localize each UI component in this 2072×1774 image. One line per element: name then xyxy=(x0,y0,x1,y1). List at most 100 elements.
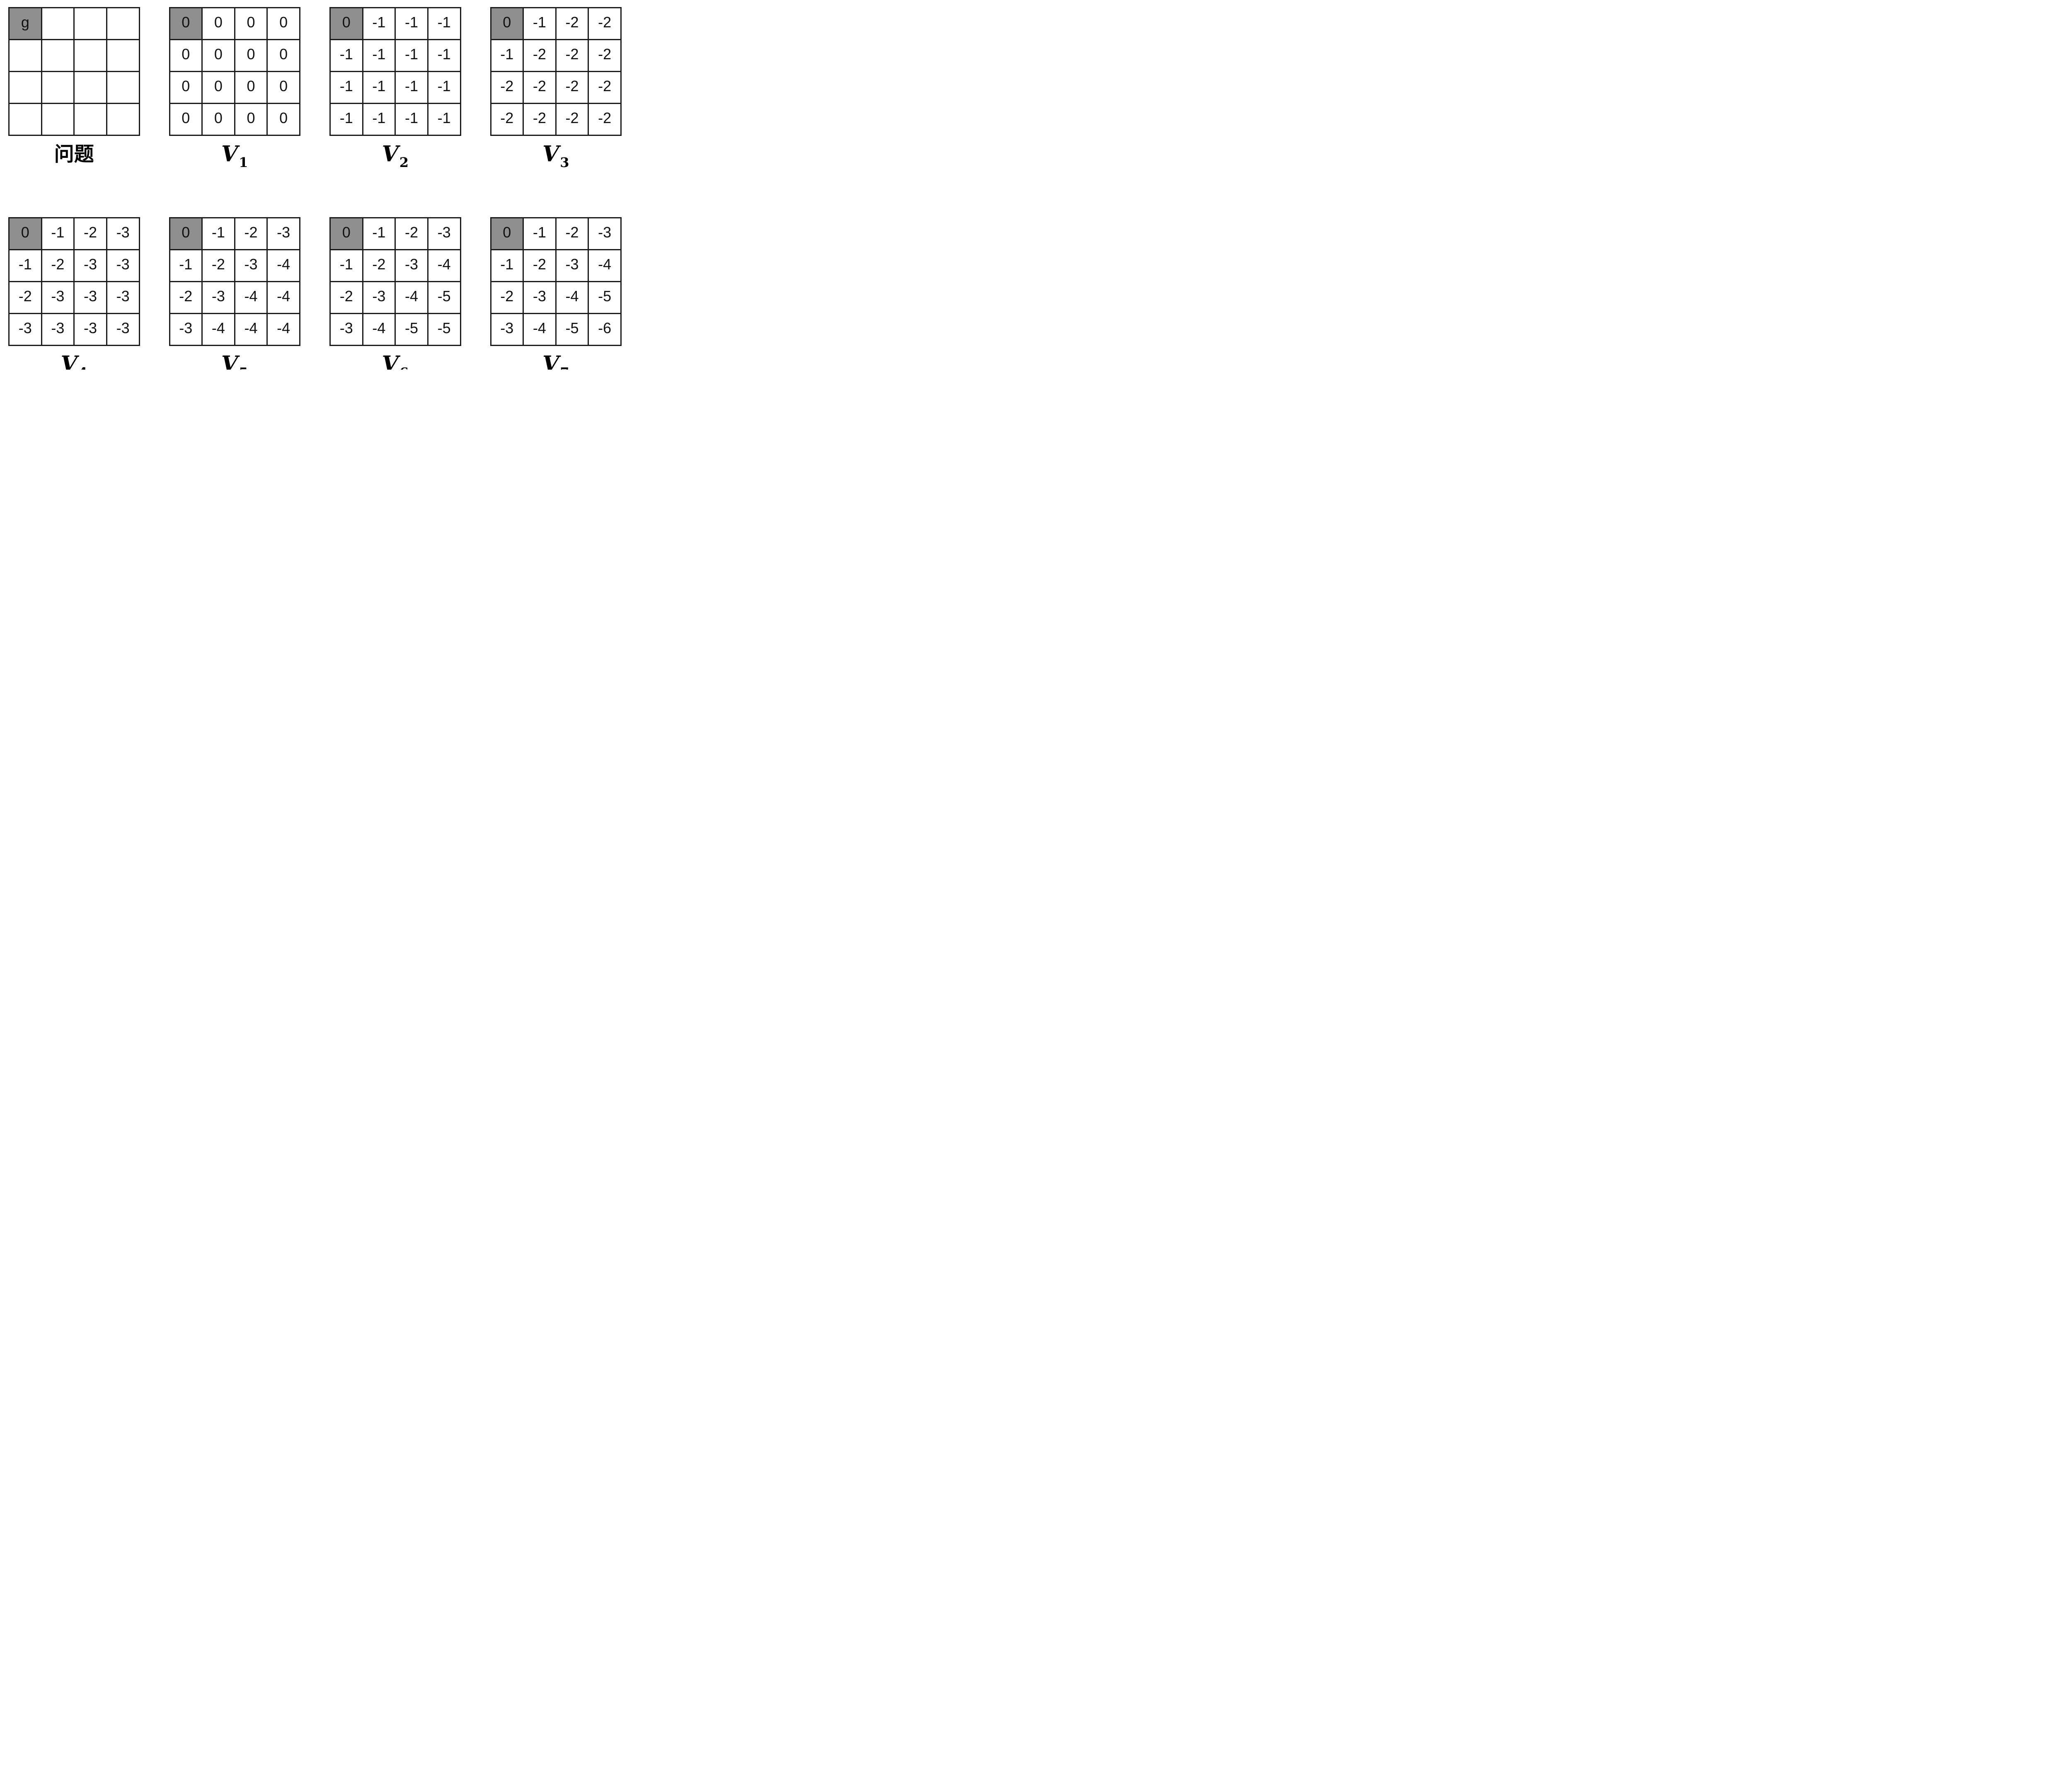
grid-cells-row: g xyxy=(8,7,140,40)
grid-cell: -1 xyxy=(395,7,428,40)
grid-cell: -2 xyxy=(523,71,557,104)
grid-cell xyxy=(73,39,107,72)
grid-cell: -2 xyxy=(523,249,557,282)
grid-cell: -2 xyxy=(490,71,524,104)
label-subscript: 1 xyxy=(239,155,248,170)
grid-cell: -1 xyxy=(329,39,363,72)
grid-cell: -3 xyxy=(201,281,235,314)
grid-cell: -2 xyxy=(588,71,622,104)
grid-cell: -4 xyxy=(234,281,268,314)
grid-cell: -3 xyxy=(329,313,363,346)
grid-cells-row: 0-1-2-3 xyxy=(8,217,140,250)
grid-cell: -2 xyxy=(523,103,557,136)
grid-cell: -4 xyxy=(201,313,235,346)
label-main: V xyxy=(61,351,77,370)
value-grid: g xyxy=(8,7,140,136)
label-subscript: 7 xyxy=(560,366,569,370)
grid-cell: 0 xyxy=(266,7,300,40)
grid-cells-row: -3-4-5-5 xyxy=(329,313,461,346)
grid-cell: -2 xyxy=(362,249,396,282)
grid-cell: -6 xyxy=(588,313,622,346)
grid-cell xyxy=(41,103,75,136)
goal-cell: 0 xyxy=(329,7,363,40)
goal-cell: 0 xyxy=(169,7,203,40)
label-subscript: 3 xyxy=(560,155,569,170)
label-main: V xyxy=(221,351,238,370)
label-subscript: 4 xyxy=(78,366,87,370)
panel-v3: 0-1-2-2-1-2-2-2-2-2-2-2-2-2-2-2 V3 xyxy=(490,7,622,170)
value-grid-body: 0-1-2-3-1-2-3-4-2-3-4-5-3-4-5-5 xyxy=(329,217,461,346)
grid-cell: 0 xyxy=(266,71,300,104)
grid-cell: -2 xyxy=(555,7,589,40)
grid-cell: -1 xyxy=(523,217,557,250)
value-grid: 0-1-2-3-1-2-3-4-2-3-4-5-3-4-5-5 xyxy=(329,217,461,346)
grid-cells-row: 0-1-2-3 xyxy=(490,217,622,250)
grid-cell xyxy=(106,7,140,40)
grid-cell: -1 xyxy=(201,217,235,250)
grid-cell: -2 xyxy=(169,281,203,314)
grid-cells-row: -1-1-1-1 xyxy=(329,71,461,104)
grid-cell: -2 xyxy=(490,281,524,314)
grid-cell: 0 xyxy=(266,103,300,136)
grid-cells-row: -1-2-3-3 xyxy=(8,249,140,282)
grid-cell: -2 xyxy=(555,39,589,72)
grid-cells-row: 0-1-2-3 xyxy=(329,217,461,250)
grid-cells-row xyxy=(8,39,140,72)
grid-cell: -3 xyxy=(73,249,107,282)
value-grid-body: 0-1-1-1-1-1-1-1-1-1-1-1-1-1-1-1 xyxy=(329,7,461,136)
panel-v4: 0-1-2-3-1-2-3-3-2-3-3-3-3-3-3-3 V4 xyxy=(8,217,140,370)
grid-cell: -1 xyxy=(523,7,557,40)
grid-cell: -4 xyxy=(362,313,396,346)
grid-cell: -4 xyxy=(523,313,557,346)
grid-cell xyxy=(8,71,42,104)
grid-cell: -1 xyxy=(490,39,524,72)
goal-cell: g xyxy=(8,7,42,40)
grid-cell xyxy=(106,39,140,72)
grid-cell: -3 xyxy=(106,281,140,314)
grid-cell: -5 xyxy=(395,313,428,346)
grid-cell: -1 xyxy=(41,217,75,250)
grid-cell: -1 xyxy=(427,39,461,72)
grid-cell: -2 xyxy=(555,71,589,104)
grid-cell: -3 xyxy=(41,313,75,346)
value-grid-body: 0-1-2-3-1-2-3-4-2-3-4-4-3-4-4-4 xyxy=(169,217,300,346)
grid-cell xyxy=(106,71,140,104)
grid-cell: -3 xyxy=(362,281,396,314)
grid-cell: -2 xyxy=(234,217,268,250)
grid-cell: -2 xyxy=(555,103,589,136)
label-subscript: 5 xyxy=(239,366,248,370)
grid-cells-row xyxy=(8,71,140,104)
value-grid-body: 0-1-2-3-1-2-3-4-2-3-4-5-3-4-5-6 xyxy=(490,217,622,346)
grid-cell: 0 xyxy=(201,103,235,136)
grid-cell: -1 xyxy=(329,71,363,104)
label-main: V xyxy=(542,141,559,167)
grid-cell: -2 xyxy=(555,217,589,250)
grid-cell: -3 xyxy=(106,313,140,346)
goal-cell: 0 xyxy=(490,7,524,40)
grid-cell: -1 xyxy=(169,249,203,282)
value-grid: 0-1-2-3-1-2-3-4-2-3-4-4-3-4-4-4 xyxy=(169,217,301,346)
grid-cell: -5 xyxy=(427,313,461,346)
grid-cell: -5 xyxy=(427,281,461,314)
grid-cell xyxy=(73,103,107,136)
grid-cells-row: -2-3-4-4 xyxy=(169,281,300,314)
grid-cell: -1 xyxy=(427,71,461,104)
grid-cell: -1 xyxy=(395,39,428,72)
grid-cell: -3 xyxy=(73,313,107,346)
grid-cell: -1 xyxy=(8,249,42,282)
label-main: V xyxy=(382,141,399,167)
grid-cell: 0 xyxy=(234,71,268,104)
grid-cell xyxy=(41,71,75,104)
grid-cell: -4 xyxy=(427,249,461,282)
grid-cell: -1 xyxy=(362,103,396,136)
grid-cell: -2 xyxy=(73,217,107,250)
grid-cell: -4 xyxy=(555,281,589,314)
value-grid-body: 0-1-2-3-1-2-3-3-2-3-3-3-3-3-3-3 xyxy=(8,217,140,346)
grid-cell: -2 xyxy=(201,249,235,282)
grid-cell: -1 xyxy=(362,71,396,104)
grid-cell: -3 xyxy=(588,217,622,250)
